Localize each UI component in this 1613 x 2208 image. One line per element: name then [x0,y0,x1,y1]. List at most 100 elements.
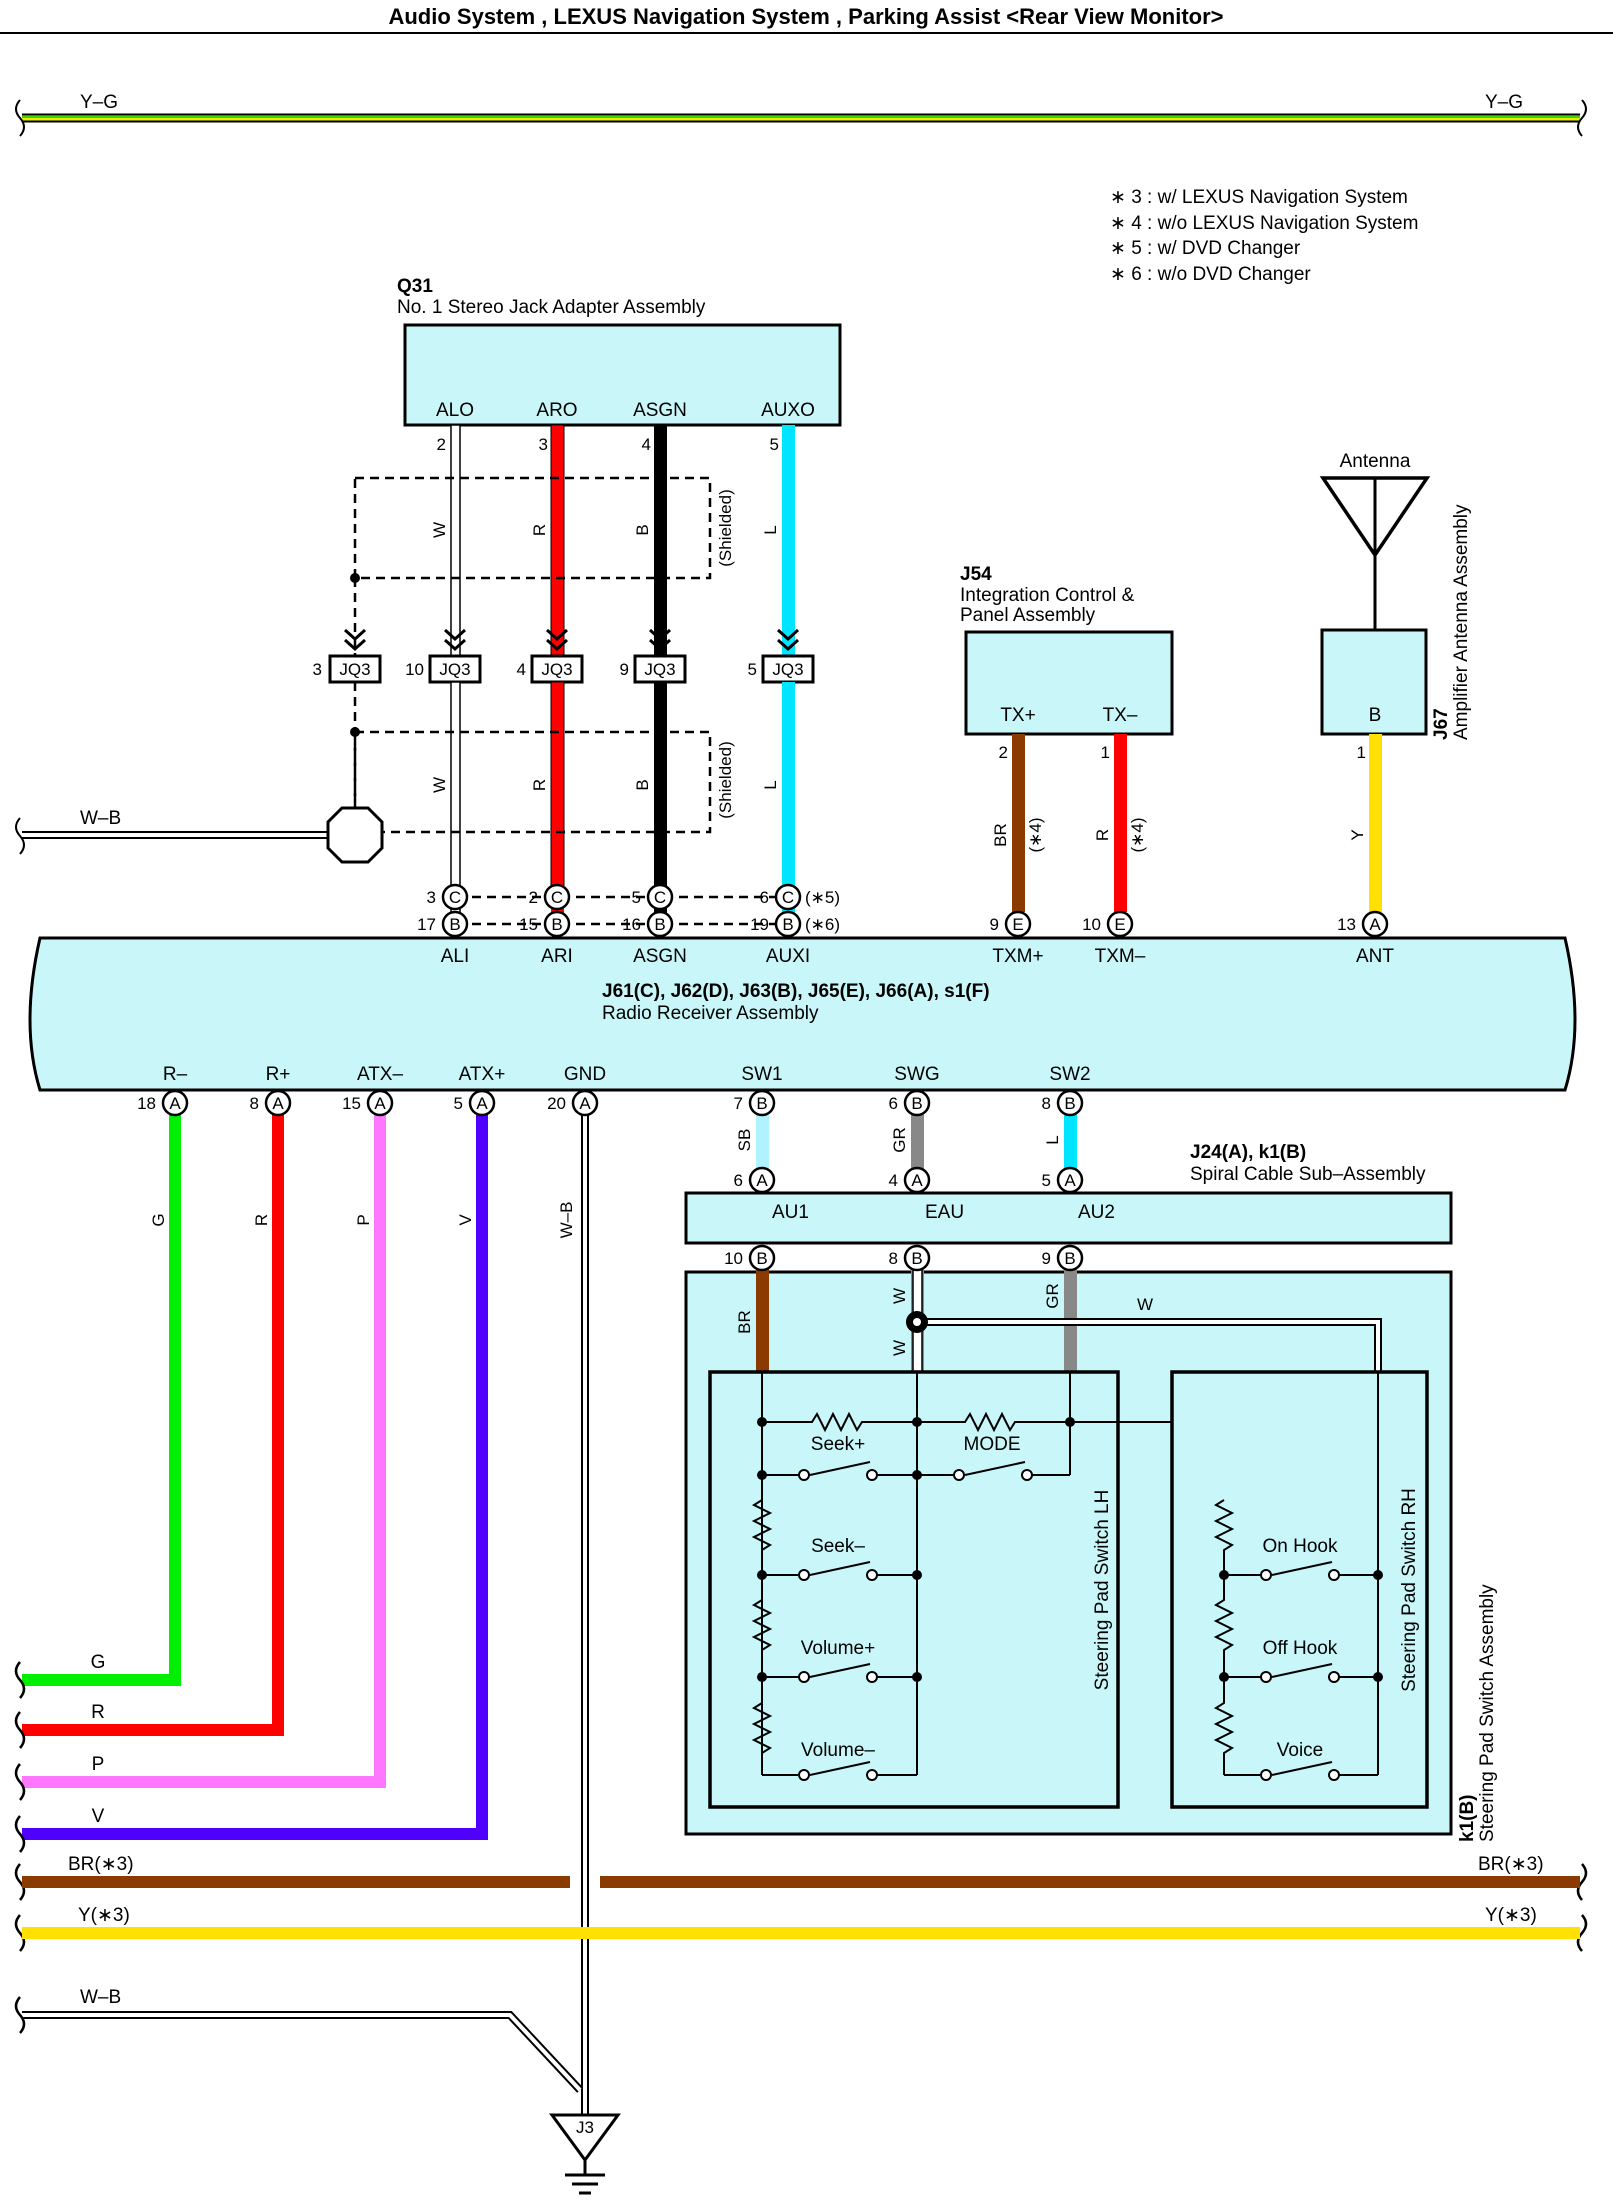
q31-pin-alo: ALO [436,400,474,421]
conn-c-2-num: 2 [529,888,538,907]
spiral-bot-3-num: 9 [1042,1249,1051,1268]
wire-r-bottom: R [252,1214,271,1226]
conn-bot-6-num: 7 [734,1094,743,1113]
wire-p: P [354,1214,373,1225]
conn-e-1-letter: E [1012,915,1023,934]
wire-br-pad: BR [735,1310,754,1334]
wire-l-sw: L [1043,1135,1062,1144]
w-b-shield-label: W–B [80,808,121,829]
left-end-r: R [91,1702,105,1723]
radio-pin-ali: ALI [441,946,470,967]
radio-pin-swg: SWG [894,1064,939,1085]
wire-v: V [456,1214,475,1226]
spiral-top-connectors [748,1166,1084,1194]
spiral-top-3-letter: A [1064,1171,1076,1190]
conn-c-4-num: 6 [760,888,769,907]
conn-c-1-num: 3 [427,888,436,907]
spiral-top-3-num: 5 [1042,1171,1051,1190]
j24-name: Spiral Cable Sub–Assembly [1190,1164,1426,1185]
wire-w-pad-1: W [890,1288,909,1304]
wire-w-upper: W [430,522,449,538]
ground-j3-label: J3 [576,2118,594,2137]
conn-c-2-letter: C [551,888,563,907]
spiral-bot-1-letter: B [756,1249,767,1268]
j54-name-1: Integration Control & [960,585,1135,606]
q31-pin-auxo: AUXO [761,400,815,421]
conn-bot-4-letter: A [476,1094,488,1113]
wire-r-lower: R [530,779,549,791]
spiral-bot-1-num: 10 [724,1249,743,1268]
tx-note-1: (∗4) [1026,817,1045,852]
y-g-left-label: Y–G [80,92,118,113]
conn-ant-letter: A [1369,915,1381,934]
rh-switch-contacts [1260,1569,1340,1781]
radio-pin-rp: R+ [266,1064,291,1085]
spiral-cable-box [684,1191,1453,1245]
j54-name-2: Panel Assembly [960,605,1096,626]
spiral-pin-au1: AU1 [772,1202,809,1223]
j54-box [964,630,1174,736]
conn-b-4-num: 19 [750,915,769,934]
j67-pin-b: B [1369,705,1382,726]
spiral-top-1-letter: A [756,1171,768,1190]
j54-pinnum-1: 1 [1101,743,1110,762]
wire-r-tx: R [1093,829,1112,841]
steering-pad-lh-label: Steering Pad Switch LH [1092,1490,1113,1691]
tx-note-2: (∗4) [1128,817,1147,852]
wire-y-ant: Y [1348,829,1367,840]
steering-pad-rh-label: Steering Pad Switch RH [1399,1488,1420,1692]
shield-upper [353,476,712,580]
left-end-v: V [92,1806,105,1827]
jq3-label-4: JQ3 [644,660,675,679]
q31-id: Q31 [397,276,433,297]
conn-bot-5-letter: A [579,1094,591,1113]
j67-pinnum: 1 [1357,743,1366,762]
spiral-pin-eau: EAU [925,1202,964,1223]
jq3-junctions [328,654,815,684]
left-brackets [14,1661,1588,2034]
conn-c-1-letter: C [449,888,461,907]
radio-pin-atxp: ATX+ [459,1064,506,1085]
spiral-top-2-letter: A [911,1171,923,1190]
wire-b-upper: B [633,524,652,535]
radio-pin-auxi: AUXI [766,946,810,967]
wire-w-pad-3: W [1137,1295,1153,1314]
conn-e-2-letter: E [1114,915,1125,934]
note-5: ∗ 5 : w/ DVD Changer [1110,238,1301,259]
jq3-pin-3: 3 [313,660,322,679]
conn-bot-8-num: 8 [1042,1094,1051,1113]
j54-pinnum-2: 2 [999,743,1008,762]
harness-y-g [15,99,1587,137]
conn-c-3-num: 5 [632,888,641,907]
conn-bot-2-num: 8 [250,1094,259,1113]
conn-bot-7-letter: B [911,1094,922,1113]
j67-box [1320,628,1428,736]
radio-pin-sw2: SW2 [1049,1064,1090,1085]
conn-bot-3-num: 15 [342,1094,361,1113]
c-row-connectors [441,883,802,938]
q31-pin-aro: ARO [536,400,577,421]
j54-pin-txm: TX– [1103,705,1138,726]
lh-switch-contacts [798,1469,1033,1781]
conn-bot-5-num: 20 [547,1094,566,1113]
q31-pinnum-5: 5 [770,435,779,454]
switch-voice: Voice [1277,1740,1323,1761]
wire-br-tx: BR [991,823,1010,847]
lh-nodes [757,1417,1075,1682]
jq3-label-3: JQ3 [541,660,572,679]
wire-r-upper: R [530,524,549,536]
ground-j3 [549,2113,621,2195]
wire-w-b-gnd: W–B [557,1202,576,1239]
ant-wire [1369,734,1382,912]
q31-pinnum-4: 4 [642,435,651,454]
q31-pinnum-2: 2 [437,435,446,454]
conn-b-1-letter: B [449,915,460,934]
conn-bot-6-letter: B [756,1094,767,1113]
radio-pin-txmm: TXM– [1095,946,1146,967]
conn-bot-4-num: 5 [454,1094,463,1113]
jq3-pin-10: 10 [405,660,424,679]
steering-pad-lh-box [708,1370,1120,1809]
radio-name: Radio Receiver Assembly [602,1003,819,1024]
shield-upper-label: (Shielded) [716,489,735,567]
